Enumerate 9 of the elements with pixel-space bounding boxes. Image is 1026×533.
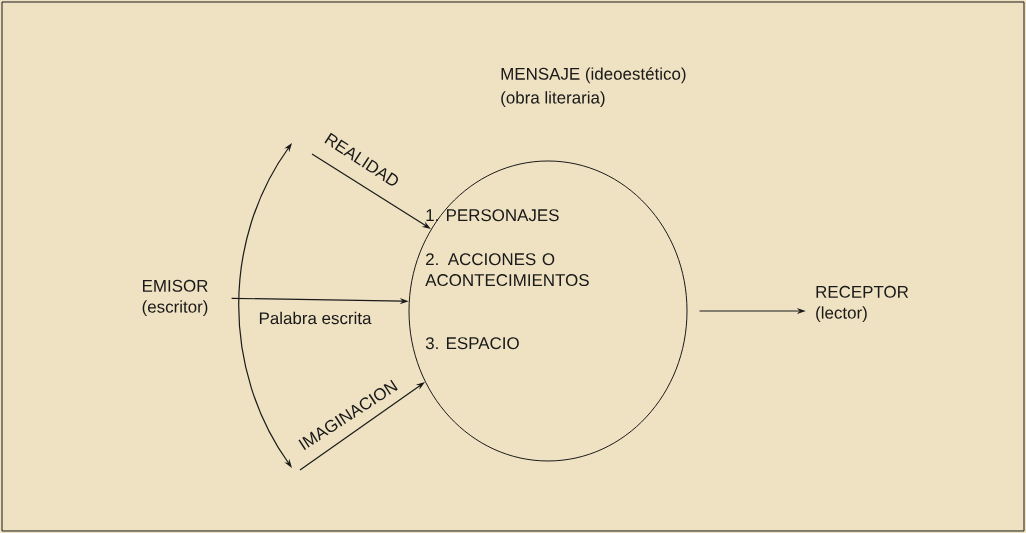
edge-label: Palabra escrita [259, 311, 372, 325]
list-item: 2. ACCIONES O ACONTECIMIENTOS [425, 253, 589, 287]
heading: MENSAJE (ideoestético) [501, 67, 686, 84]
heading: (obra literaria) [501, 91, 605, 107]
text-label: EMISOR (escritor) [142, 279, 208, 317]
list-item: 3. ESPACIO [425, 337, 519, 350]
list-item: 1. PERSONAJES [426, 209, 559, 222]
arrow [299, 382, 425, 471]
text-label: RECEPTOR (lector) [816, 285, 909, 323]
